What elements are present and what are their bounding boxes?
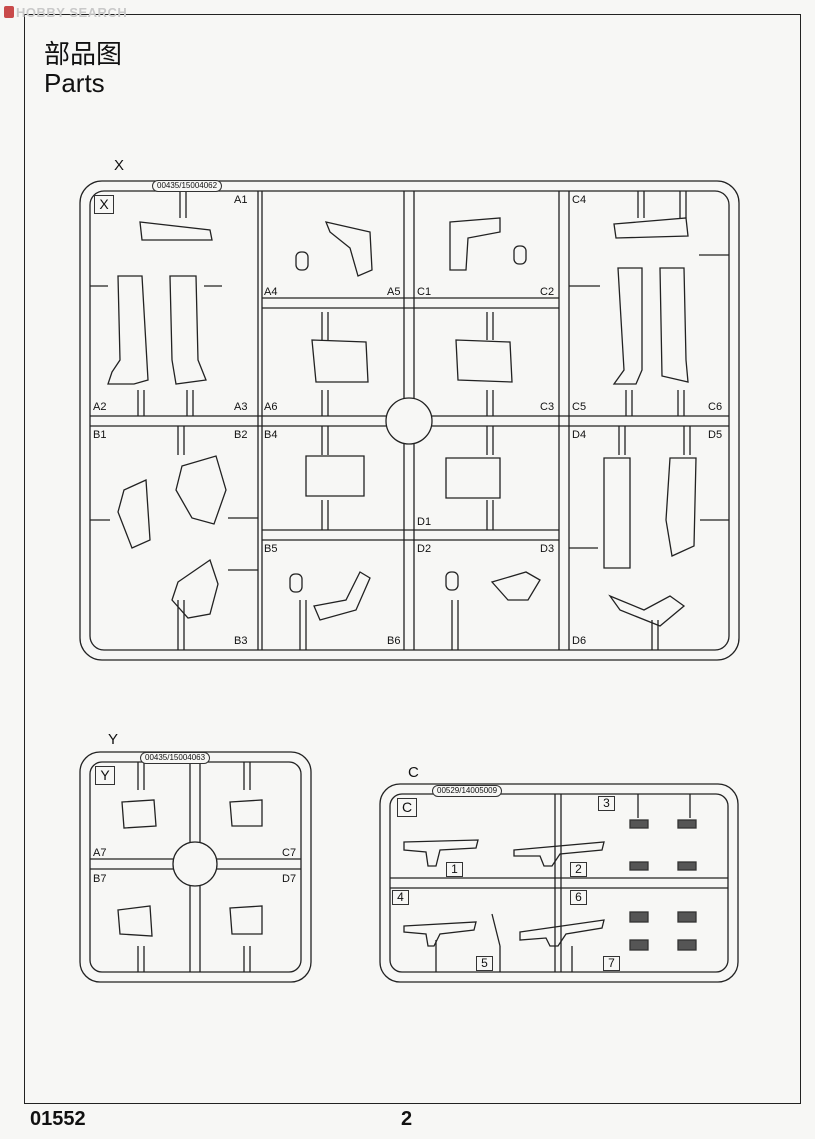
part-label: C6 bbox=[708, 401, 723, 413]
part-number: 2 bbox=[570, 862, 587, 877]
logo-icon bbox=[4, 6, 14, 18]
watermark: HOBBY SEARCH bbox=[4, 5, 127, 20]
sprue-c-corner: C bbox=[397, 798, 417, 817]
part-label: A2 bbox=[93, 401, 107, 413]
part-label: B6 bbox=[387, 635, 401, 647]
part-label: C3 bbox=[540, 401, 555, 413]
part-label: D1 bbox=[417, 516, 432, 528]
sprue-c-code: 00529/14005009 bbox=[432, 785, 503, 797]
part-number: 1 bbox=[446, 862, 463, 877]
part-label: B1 bbox=[93, 429, 107, 441]
part-number: 6 bbox=[570, 890, 587, 905]
part-number: 4 bbox=[392, 890, 409, 905]
part-label: D5 bbox=[708, 429, 723, 441]
part-label: D2 bbox=[417, 543, 432, 555]
part-number: 3 bbox=[598, 796, 615, 811]
part-label: C7 bbox=[282, 847, 297, 859]
part-label: B3 bbox=[234, 635, 248, 647]
part-label: D4 bbox=[572, 429, 587, 441]
sprue-x-frame bbox=[79, 180, 740, 661]
part-label: D7 bbox=[282, 873, 297, 885]
sprue-y-code: 00435/15004063 bbox=[140, 752, 211, 764]
sprue-x-corner: X bbox=[94, 195, 114, 214]
part-label: C2 bbox=[540, 286, 555, 298]
page-frame bbox=[24, 14, 801, 1104]
sprue-x-letter: X bbox=[114, 157, 125, 174]
part-label: A1 bbox=[234, 194, 248, 206]
part-number: 7 bbox=[603, 956, 620, 971]
part-label: A7 bbox=[93, 847, 107, 859]
part-number: 5 bbox=[476, 956, 493, 971]
part-label: A3 bbox=[234, 401, 248, 413]
part-label: B5 bbox=[264, 543, 278, 555]
part-label: C4 bbox=[572, 194, 587, 206]
sprue-y-corner: Y bbox=[95, 766, 115, 785]
part-label: C1 bbox=[417, 286, 432, 298]
title-chinese: 部品图 bbox=[44, 39, 123, 69]
product-code: 01552 bbox=[30, 1108, 86, 1130]
part-label: C5 bbox=[572, 401, 587, 413]
part-label: A6 bbox=[264, 401, 278, 413]
sprue-y-letter: Y bbox=[108, 731, 119, 748]
sprue-c-letter: C bbox=[408, 764, 419, 781]
sprue-x-code: 00435/15004062 bbox=[152, 180, 223, 192]
sprue-c-frame bbox=[379, 783, 739, 983]
part-label: A5 bbox=[387, 286, 401, 298]
title-english: Parts bbox=[44, 68, 105, 98]
part-label: B7 bbox=[93, 873, 107, 885]
part-label: B4 bbox=[264, 429, 278, 441]
page-number: 2 bbox=[401, 1108, 413, 1130]
part-label: D3 bbox=[540, 543, 555, 555]
part-label: D6 bbox=[572, 635, 587, 647]
part-label: A4 bbox=[264, 286, 278, 298]
part-label: B2 bbox=[234, 429, 248, 441]
